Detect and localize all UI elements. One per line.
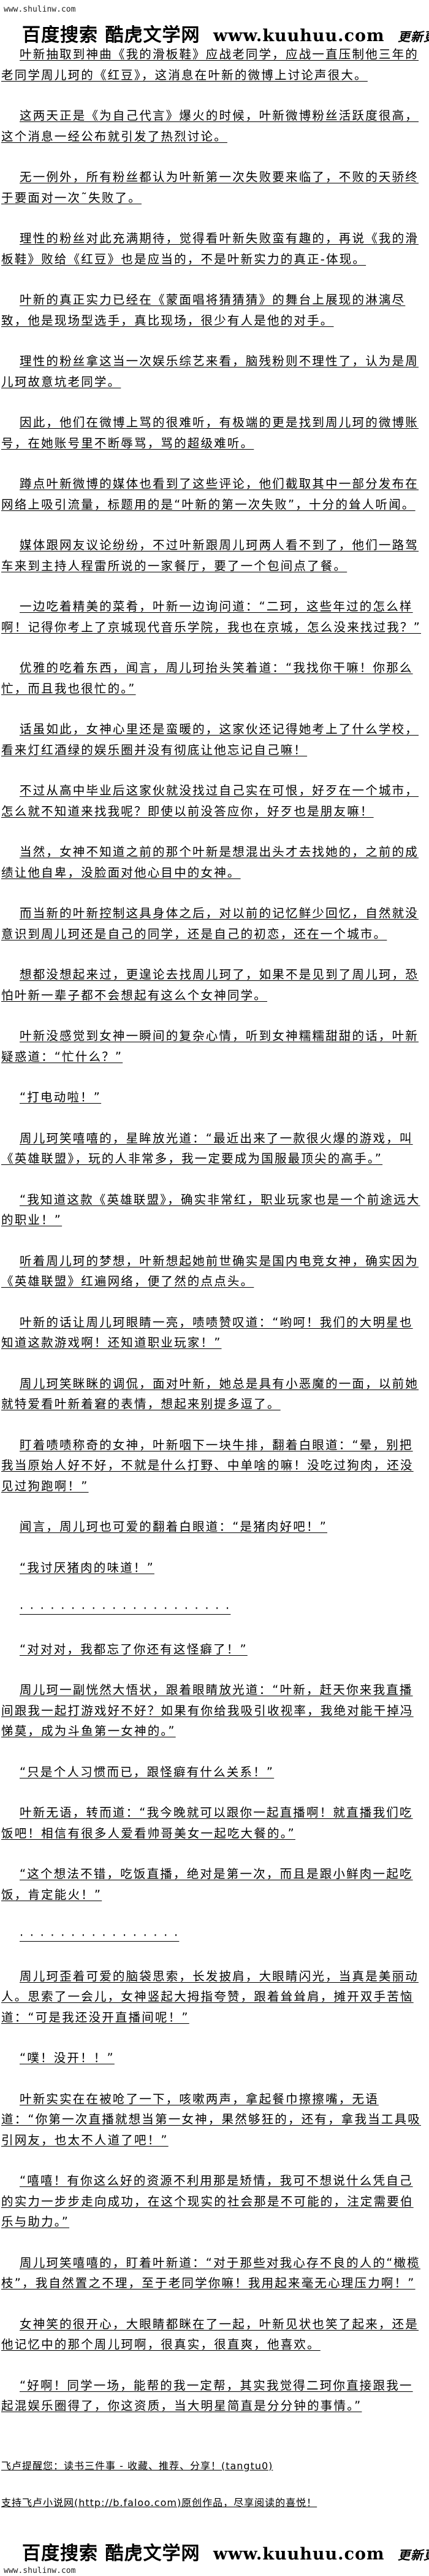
paragraph: 叶新实实在在被呛了一下，咳嗽两声，拿起餐巾擦擦嘴，无语道：“你第一次直播就想当第… (1, 2091, 422, 2147)
paragraph: 一边吃着精美的菜肴，叶新一边询问道：“二珂，这些年过的怎么样啊！记得你考上了京城… (1, 599, 422, 634)
banner-tagline: 更新更快 (398, 29, 429, 44)
paragraph: 周儿珂笑嘻嘻的，盯着叶新道：“对于那些对我心存不良的人的“橄榄枝”，我自然置之不… (1, 2255, 420, 2291)
paragraph: “这个想法不错，吃饭直播，绝对是第一次，而且是跟小鲜肉一起吃饭，肯定能火！” (1, 1867, 413, 1902)
paragraph: 媒体跟网友议论纷纷，不过叶新跟周儿珂两人看不到了，他们一路驾车来到主持人程雷所说… (1, 538, 419, 573)
paragraph: 优雅的吃着东西，闻言，周儿珂抬头笑着道：“我找你干嘛！你那么忙，而且我也很忙的。… (1, 661, 413, 696)
paragraph: “嘻嘻！有你这么好的资源不利用那是矫情，我可不想说什么凭自己的实力一步步走向成功… (1, 2174, 414, 2229)
paragraph: 盯着啧啧称奇的女神，叶新咽下一块牛排，翻着白眼道：“晕，别把我当原始人好不好，不… (1, 1437, 414, 1493)
paragraph: 这两天正是《为自己代言》爆火的时候，叶新微博粉丝活跃度很高，这个消息一经公布就引… (1, 109, 419, 144)
paragraph: · · · · · · · · · · · · · · · · (20, 1928, 180, 1942)
paragraph: 闻言，周儿珂也可爱的翻着白眼道：“是猪肉好吧！” (20, 1520, 328, 1534)
reading-reminder: 飞卢提醒您：读书三件事 - 收藏、推荐、分享！(tangtu0) (1, 2459, 273, 2472)
paragraph: 理性的粉丝拿这当一次娱乐综艺来看，脑残粉则不理性了，认为是周儿珂故意坑老同学。 (1, 354, 419, 389)
paragraph: 理性的粉丝对此充满期待，觉得看叶新失败蛮有趣的，再说《我的滑板鞋》败给《红豆》也… (1, 231, 419, 266)
banner-url: www.kuuhuu.com (213, 2544, 385, 2564)
paragraph: 不过从高中毕业后这家伙就没找过自己实在可恨，好歹在一个城市，怎么就不知道来找我呢… (1, 783, 419, 818)
paragraph: 话虽如此，女神心里还是蛮暖的，这家伙还记得她考上了什么学校，看来灯红酒绿的娱乐圈… (1, 722, 419, 757)
paragraph: 想都没想起来过，更遑论去找周儿珂了，如果不是见到了周儿珂，恐怕叶新一辈子都不会想… (1, 967, 419, 1002)
paragraph: · · · · · · · · · · · · · · · · · · · · … (20, 1601, 231, 1615)
paragraph: “好啊！同学一场，能帮的我一定帮，其实我觉得二珂你直接跟我一起混娱乐圈得了，你这… (1, 2378, 413, 2413)
paragraph: “我讨厌猪肉的味道！” (20, 1560, 154, 1575)
site-banner-top[interactable]: 百度搜索 酷虎文学网 www.kuuhuu.com 更新更快 (0, 15, 429, 46)
paragraph: 周儿珂笑嘻嘻的，星眸放光道：“最近出来了一款很火爆的游戏，叫《英雄联盟》，玩的人… (1, 1131, 413, 1166)
banner-title: 百度搜索 酷虎文学网 (22, 25, 200, 46)
paragraph: 当然，女神不知道之前的那个叶新是想混出头才去找她的，之前的成绩让他自卑，没脸面对… (1, 845, 419, 880)
chapter-content: 叶新抽取到神曲《我的滑板鞋》应战老同学，应战一直压制他三年的老同学周儿珂的《红豆… (0, 44, 427, 2416)
banner-url: www.kuuhuu.com (213, 26, 385, 45)
paragraph: 叶新无语，转而道：“我今晚就可以跟你一起直播啊！就直播我们吃饭吧！相信有很多人爱… (1, 1805, 413, 1840)
paragraph: “打电动啦！” (20, 1090, 102, 1104)
footer: 飞卢提醒您：读书三件事 - 收藏、推荐、分享！(tangtu0) 支持飞卢小说网… (0, 2459, 429, 2576)
paragraph: 叶新的真正实力已经在《蒙面唱将猜猜猜》的舞台上展现的淋漓尽致，他是现场型选手，真… (1, 293, 406, 328)
banner-title: 百度搜索 酷虎文学网 (22, 2542, 200, 2564)
site-url-top: www.shulinw.com (4, 5, 76, 14)
faloo-support-link[interactable]: 支持飞卢小说网(http://b.faloo.com)原创作品，尽享阅读的喜悦！ (1, 2496, 317, 2509)
paragraph: 叶新没感觉到女神一瞬间的复杂心情，听到女神糯糯甜甜的话，叶新疑惑道：“忙什么？” (1, 1029, 419, 1064)
paragraph: 周儿珂歪着可爱的脑袋思索，长发披肩，大眼睛闪光，当真是美丽动人。思索了一会儿，女… (1, 1969, 419, 2024)
paragraph: 蹲点叶新微博的媒体也看到了这些评论，他们截取其中一部分发布在网络上吸引流量，标题… (1, 477, 419, 512)
paragraph: 女神笑的很开心，大眼睛都眯在了一起，叶新见状也笑了起来，还是他记忆中的那个周儿珂… (1, 2316, 419, 2352)
paragraph: 周儿珂一副恍然大悟状，跟着眼睛放光道：“叶新，赶天你来我直播间跟我一起打游戏好不… (1, 1683, 414, 1738)
paragraph: “对对对，我都忘了你还有这怪癖了！” (20, 1642, 248, 1656)
banner-tagline: 更新更快 (398, 2547, 429, 2563)
paragraph: 而当新的叶新控制这具身体之后，对以前的记忆鲜少回忆，自然就没意识到周儿珂还是自己… (1, 906, 419, 941)
paragraph: 叶新的话让周儿珂眼睛一亮，啧啧赞叹道：“哟呵！我们的大明星也知道这款游戏啊！还知… (1, 1315, 413, 1350)
paragraph: 周儿珂笑眯眯的调侃，面对叶新，她总是具有小恶魔的一面，以前她就特爱看叶新着窘的表… (1, 1376, 419, 1412)
paragraph: “噗！没开！！” (20, 2051, 115, 2065)
paragraph: 听着周儿珂的梦想，叶新想起她前世确实是国内电竞女神，确实因为《英雄联盟》红遍网络… (1, 1253, 419, 1289)
paragraph: 因此，他们在微博上骂的很难听，有极端的更是找到周儿珂的微博账号，在她账号里不断辱… (1, 415, 419, 450)
paragraph: “我知道这款《英雄联盟》，确实非常红，职业玩家也是一个前途远大的职业！” (1, 1192, 420, 1228)
paragraph: 叶新抽取到神曲《我的滑板鞋》应战老同学，应战一直压制他三年的老同学周儿珂的《红豆… (1, 47, 419, 82)
paragraph: “只是个人习惯而已，跟怪癖有什么关系！” (20, 1764, 275, 1779)
paragraph: 无一例外，所有粉丝都认为叶新第一次失败要来临了，不败的天骄终于要面对一次˜失败了… (1, 170, 419, 205)
site-banner-bottom[interactable]: 百度搜索 酷虎文学网 www.kuuhuu.com 更新更快 (0, 2533, 429, 2564)
